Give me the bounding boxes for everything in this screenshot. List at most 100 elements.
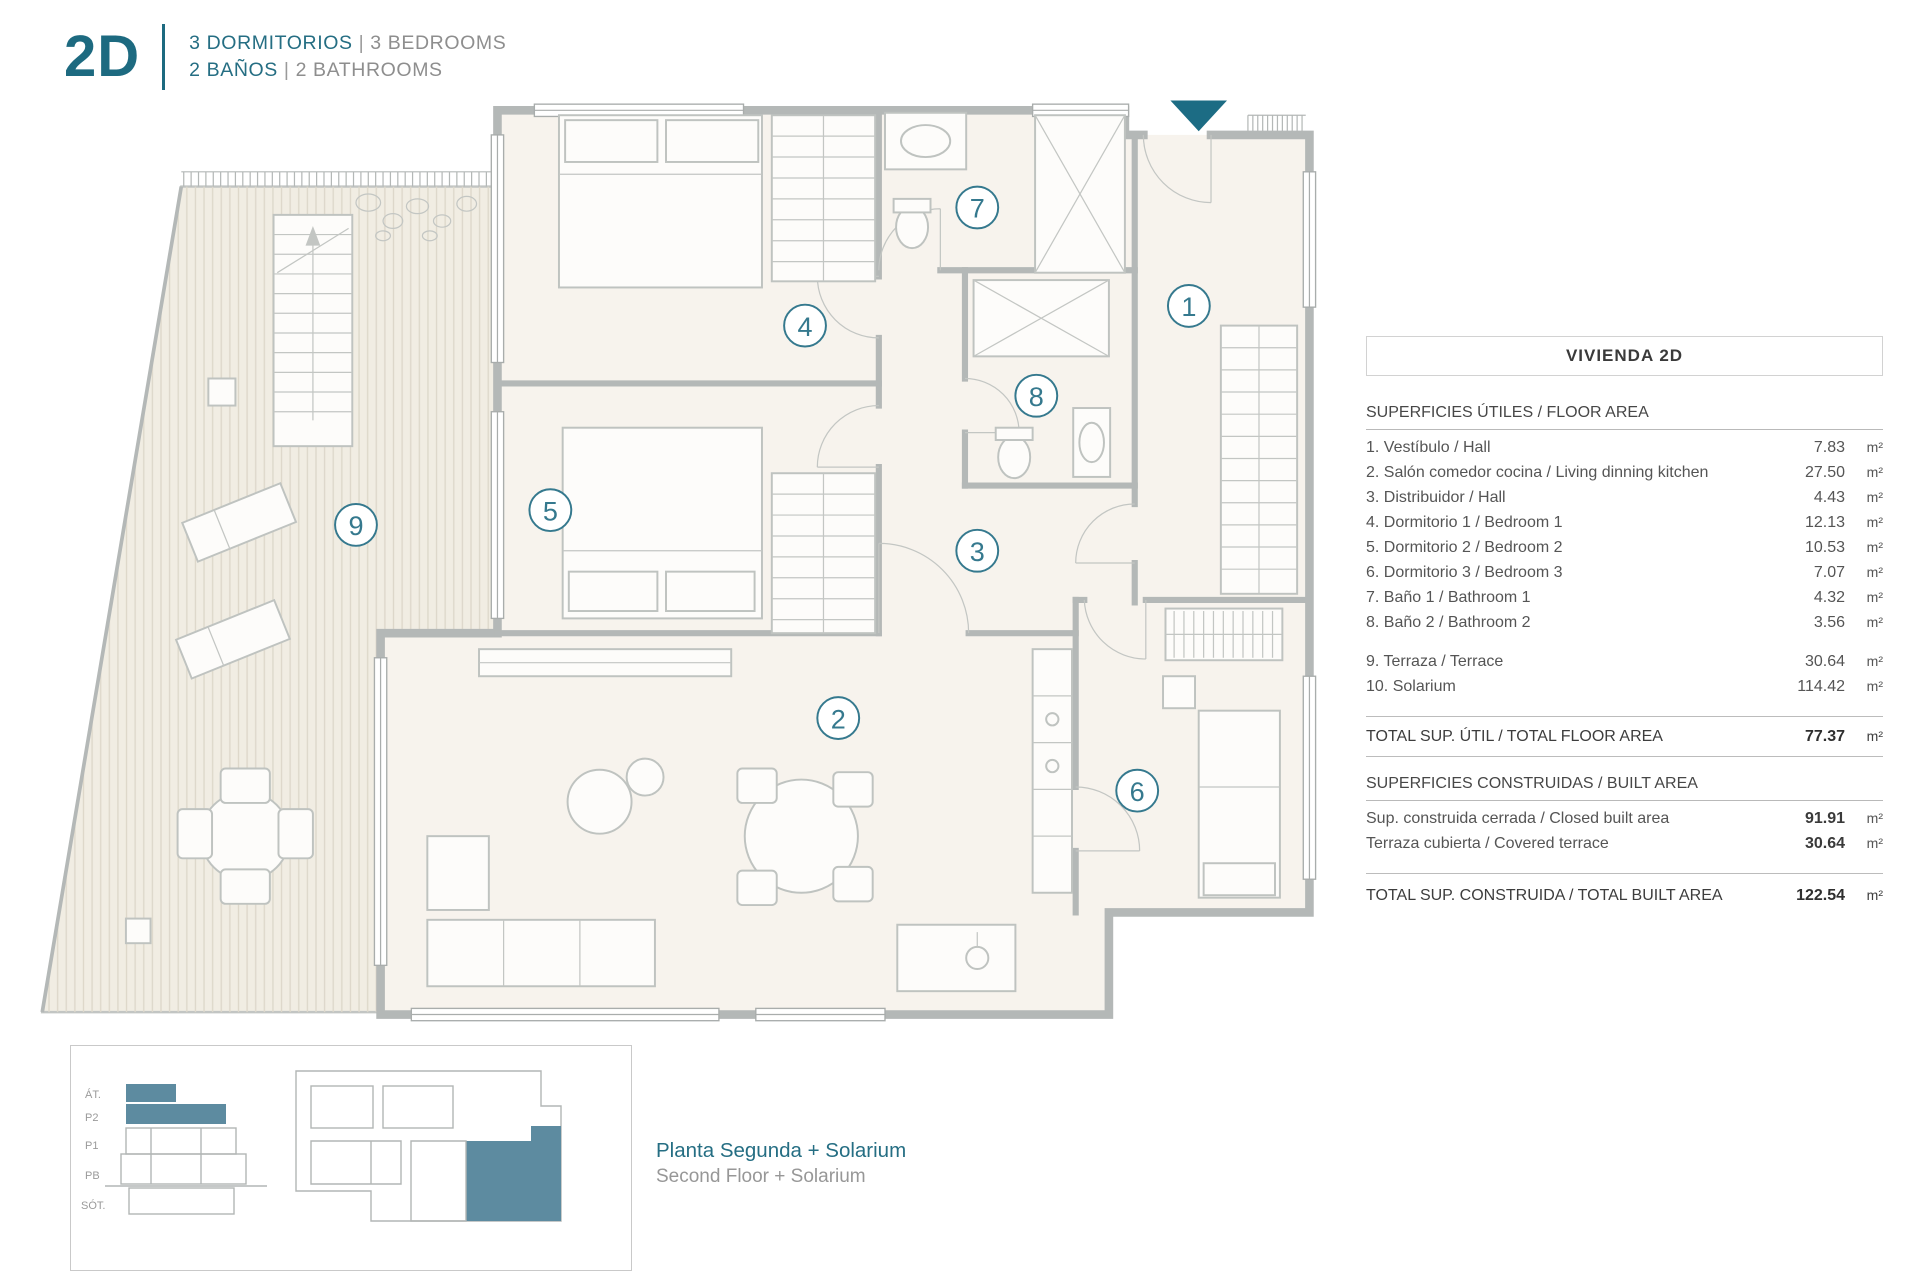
row-unit: m² [1866, 489, 1883, 505]
header-subtitle: 3 DORMITORIOS|3 BEDROOMS 2 BAÑOS|2 BATHR… [189, 30, 506, 84]
level-label: PB [85, 1170, 100, 1182]
entrance-arrow-icon [1170, 100, 1228, 132]
room-badge-6: 6 [1115, 768, 1160, 813]
terrace [40, 185, 499, 1014]
row-label: Terraza cubierta / Covered terrace [1366, 835, 1609, 852]
header: 2D 3 DORMITORIOS|3 BEDROOMS 2 BAÑOS|2 BA… [64, 24, 506, 90]
svg-text:5: 5 [543, 496, 558, 526]
building-section [105, 1084, 267, 1215]
living-kitchen-furniture [426, 648, 1073, 993]
bedroom3-furniture [1162, 675, 1281, 899]
row-label: 7. Baño 1 / Bathroom 1 [1366, 589, 1531, 606]
table-title: VIVIENDA 2D [1565, 346, 1684, 365]
floor-area-section-title: SUPERFICIES ÚTILES / FLOOR AREA [1366, 402, 1883, 430]
row-value: 122.54 [1796, 887, 1845, 904]
row-unit: m² [1866, 835, 1883, 851]
row-value: 7.83 [1813, 439, 1845, 456]
row-unit: m² [1866, 589, 1883, 605]
level-label: P2 [85, 1112, 98, 1124]
row-label: TOTAL SUP. CONSTRUIDA / TOTAL BUILT AREA [1366, 887, 1723, 904]
room-badge-8: 8 [1014, 373, 1059, 418]
row-label: 2. Salón comedor cocina / Living dinning… [1366, 464, 1709, 481]
room-badge-4: 4 [783, 303, 827, 348]
table-row: Sup. construida cerrada / Closed built a… [1366, 806, 1883, 831]
row-unit: m² [1866, 887, 1883, 903]
row-label: Sup. construida cerrada / Closed built a… [1366, 810, 1670, 827]
row-value: 30.64 [1804, 653, 1845, 670]
row-value: 3.56 [1813, 614, 1845, 631]
row-value: 114.42 [1797, 678, 1845, 695]
table-row: 8. Baño 2 / Bathroom 2 3.56 m² [1366, 610, 1883, 635]
row-unit: m² [1866, 728, 1883, 744]
row-value: 27.50 [1804, 464, 1845, 481]
plan-caption: Planta Segunda + Solarium Second Floor +… [656, 1138, 906, 1190]
bathrooms-en: 2 BATHROOMS [295, 59, 443, 81]
row-label: 8. Baño 2 / Bathroom 2 [1366, 614, 1531, 631]
svg-text:8: 8 [1029, 382, 1044, 412]
table-row: 1. Vestíbulo / Hall 7.83 m² [1366, 435, 1883, 460]
room-badge-9: 9 [334, 503, 378, 547]
terrace-edge-hatch [181, 171, 498, 187]
unit-code: 2D [64, 24, 141, 89]
room-badge-5: 5 [528, 488, 573, 533]
table-row: 2. Salón comedor cocina / Living dinning… [1366, 460, 1883, 485]
caption-en: Second Floor + Solarium [656, 1166, 866, 1187]
keyplan-svg: ÁT. P2 P1 PB SÓT. [81, 1070, 562, 1222]
entry-wardrobe [1219, 324, 1299, 595]
separator: | [358, 32, 365, 54]
windows [373, 103, 1317, 1022]
table-row: 10. Solarium 114.42 m² [1366, 674, 1883, 699]
row-unit: m² [1866, 564, 1883, 580]
row-label: 6. Dormitorio 3 / Bedroom 3 [1366, 564, 1563, 581]
row-unit: m² [1866, 464, 1883, 480]
separator: | [283, 59, 290, 81]
level-label: SÓT. [81, 1199, 105, 1212]
built-area-block: SUPERFICIES CONSTRUIDAS / BUILT AREA Sup… [1366, 773, 1883, 856]
row-label: 1. Vestíbulo / Hall [1366, 439, 1491, 456]
terrace-furniture [124, 193, 478, 945]
row-unit: m² [1866, 614, 1883, 630]
entry-hatch [1247, 114, 1306, 134]
row-label: TOTAL SUP. ÚTIL / TOTAL FLOOR AREA [1366, 728, 1663, 745]
row-value: 4.43 [1813, 489, 1845, 506]
row-unit: m² [1866, 539, 1883, 555]
bedrooms-es: 3 DORMITORIOS [189, 32, 353, 54]
row-label: 3. Distribuidor / Hall [1366, 489, 1506, 506]
room-badge-1: 1 [1166, 284, 1211, 328]
keyplan: ÁT. P2 P1 PB SÓT. [70, 1045, 632, 1271]
row-label: 10. Solarium [1366, 678, 1456, 695]
row-unit: m² [1866, 678, 1883, 694]
bedrooms-line: 3 DORMITORIOS|3 BEDROOMS [189, 30, 506, 57]
svg-text:4: 4 [798, 312, 813, 342]
table-title-box: VIVIENDA 2D [1366, 336, 1883, 376]
row-unit: m² [1866, 439, 1883, 455]
table-row: 5. Dormitorio 2 / Bedroom 2 10.53 m² [1366, 535, 1883, 560]
row-value: 7.07 [1813, 564, 1845, 581]
caption-es: Planta Segunda + Solarium [656, 1139, 907, 1162]
row-label: 4. Dormitorio 1 / Bedroom 1 [1366, 514, 1563, 531]
bathrooms-line: 2 BAÑOS|2 BATHROOMS [189, 57, 506, 84]
row-value: 4.32 [1813, 589, 1845, 606]
built-area-section-title: SUPERFICIES CONSTRUIDAS / BUILT AREA [1366, 773, 1883, 801]
spacer [1366, 635, 1883, 649]
room-badge-7: 7 [955, 185, 1000, 230]
row-label: 5. Dormitorio 2 / Bedroom 2 [1366, 539, 1563, 556]
row-value: 91.91 [1804, 810, 1845, 827]
row-unit: m² [1866, 653, 1883, 669]
table-row: 7. Baño 1 / Bathroom 1 4.32 m² [1366, 585, 1883, 610]
site-plan [295, 1070, 562, 1222]
table-row: 9. Terraza / Terrace 30.64 m² [1366, 649, 1883, 674]
row-label: 9. Terraza / Terrace [1366, 653, 1504, 670]
row-value: 10.53 [1804, 539, 1845, 556]
bedroom1-furniture [557, 114, 877, 289]
table-row: 3. Distribuidor / Hall 4.43 m² [1366, 485, 1883, 510]
svg-text:7: 7 [970, 194, 985, 224]
level-label: ÁT. [85, 1088, 101, 1101]
header-divider [162, 24, 166, 90]
svg-text:3: 3 [970, 537, 985, 567]
room-badge-2: 2 [816, 696, 861, 740]
room-badge-3: 3 [955, 528, 1000, 573]
